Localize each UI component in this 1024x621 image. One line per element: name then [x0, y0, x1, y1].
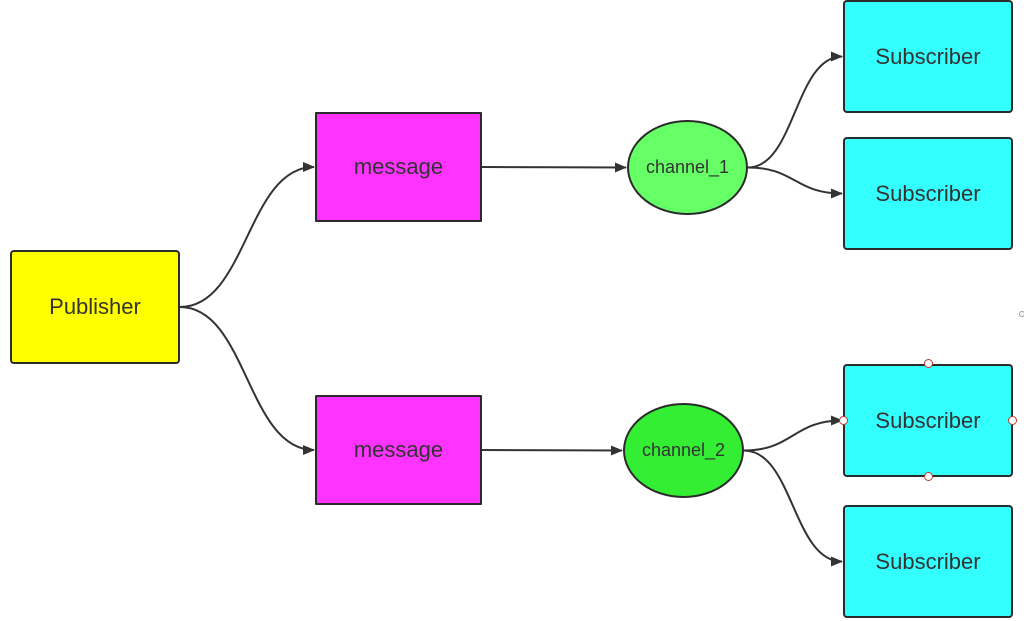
connector-channel_1-to-subscriber_2[interactable] — [747, 166, 843, 199]
subscriber-node-3[interactable]: Subscriber — [843, 364, 1013, 477]
connector-message_top-to-channel_1[interactable] — [481, 162, 627, 173]
connector-channel_1-to-subscriber_1[interactable] — [747, 51, 843, 169]
subscriber-label: Subscriber — [875, 43, 981, 69]
connector-publisher-to-message_top[interactable] — [179, 162, 315, 308]
subscriber-label: Subscriber — [875, 180, 981, 206]
resize-handle-left[interactable] — [839, 416, 848, 425]
resize-handle-top[interactable] — [924, 359, 933, 368]
connector-channel_2-to-subscriber_4[interactable] — [743, 449, 843, 567]
connector-publisher-to-message_bottom[interactable] — [179, 306, 315, 455]
publisher-node[interactable]: Publisher — [10, 250, 180, 364]
subscriber-label: Subscriber — [875, 548, 981, 574]
subscriber-node-1[interactable]: Subscriber — [843, 0, 1013, 113]
message-node-top[interactable]: message — [315, 112, 482, 222]
message-label: message — [353, 154, 444, 179]
connector-channel_2-to-subscriber_3[interactable] — [743, 415, 843, 452]
message-node-bottom[interactable]: message — [315, 395, 482, 505]
resize-handle-right[interactable] — [1008, 416, 1017, 425]
canvas-edge-handle-icon[interactable] — [1019, 311, 1024, 317]
publisher-label: Publisher — [49, 294, 141, 319]
subscriber-label: Subscriber — [875, 407, 981, 433]
channel-2-label: channel_2 — [641, 440, 726, 460]
connector-message_bottom-to-channel_2[interactable] — [481, 445, 623, 456]
channel-1-label: channel_1 — [645, 157, 730, 177]
channel-2-node[interactable]: channel_2 — [623, 403, 744, 498]
message-label: message — [353, 437, 444, 462]
subscriber-node-4[interactable]: Subscriber — [843, 505, 1013, 618]
resize-handle-bottom[interactable] — [924, 472, 933, 481]
channel-1-node[interactable]: channel_1 — [627, 120, 748, 215]
subscriber-node-2[interactable]: Subscriber — [843, 137, 1013, 250]
